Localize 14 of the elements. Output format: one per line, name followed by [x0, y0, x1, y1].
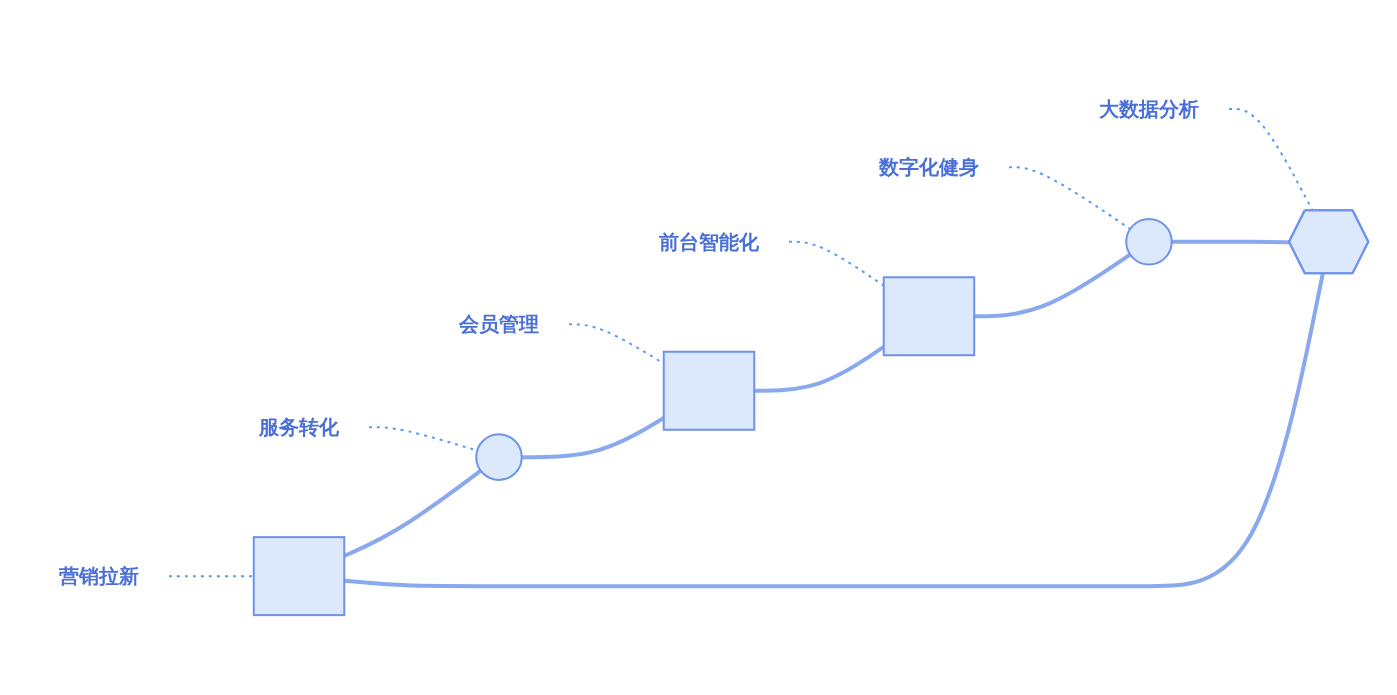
node-box	[252, 536, 346, 617]
node-text: 前台智能化	[658, 230, 759, 255]
node-text: 数字化健身	[878, 155, 979, 180]
node-text: 营销拉新	[58, 564, 139, 589]
connector	[1007, 166, 1131, 231]
connector	[974, 253, 1132, 319]
node-text: 大数据分析	[1098, 97, 1199, 122]
node-box	[662, 351, 756, 432]
node-circle	[1125, 218, 1173, 266]
node-text: 服务转化	[258, 415, 339, 440]
node-box	[882, 276, 976, 357]
node-circle	[475, 433, 523, 482]
node-text: 会员管理	[458, 312, 539, 337]
connector	[1171, 240, 1290, 245]
